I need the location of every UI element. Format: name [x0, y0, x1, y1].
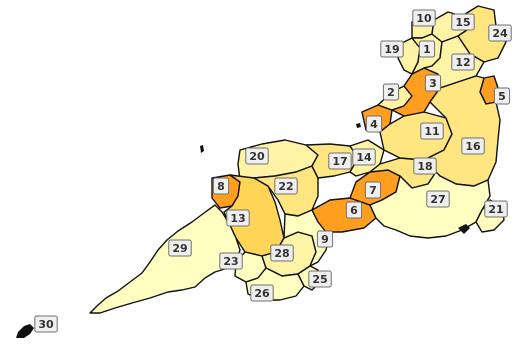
region-label-20: 20 — [245, 147, 269, 165]
region-label-text: 10 — [416, 12, 432, 25]
region-label-text: 24 — [492, 27, 508, 40]
region-label-text: 6 — [350, 204, 358, 217]
region-label-9: 9 — [316, 230, 334, 248]
region-label-text: 25 — [312, 273, 327, 286]
region-label-box — [345, 201, 363, 219]
region-label-14: 14 — [352, 148, 376, 166]
region-label-text: 18 — [417, 160, 432, 173]
region-label-19: 19 — [380, 40, 404, 58]
region-label-13: 13 — [226, 209, 250, 227]
region-label-1: 1 — [418, 40, 436, 58]
region-label-box — [308, 270, 332, 288]
region-label-box — [270, 244, 294, 262]
region-label-box — [461, 137, 485, 155]
region-label-text: 2 — [387, 86, 395, 99]
region-label-box — [493, 87, 511, 105]
region-label-text: 19 — [384, 43, 399, 56]
region-label-text: 26 — [254, 287, 270, 300]
region-label-21: 21 — [484, 200, 508, 218]
lundy-island — [200, 145, 204, 153]
region-label-25: 25 — [308, 270, 332, 288]
region-label-box — [412, 9, 436, 27]
region-29[interactable] — [89, 204, 241, 314]
region-label-box — [352, 148, 376, 166]
region-label-box — [382, 83, 400, 101]
region-label-24: 24 — [488, 24, 512, 42]
region-label-box — [488, 24, 512, 42]
region-label-text: 4 — [370, 118, 378, 131]
region-label-16: 16 — [461, 137, 485, 155]
region-label-18: 18 — [413, 157, 437, 175]
region-label-7: 7 — [364, 181, 382, 199]
region-label-23: 23 — [219, 252, 243, 270]
region-label-text: 30 — [38, 318, 54, 331]
region-label-box — [245, 147, 269, 165]
region-label-12: 12 — [451, 53, 475, 71]
region-label-3: 3 — [424, 74, 442, 92]
region-label-box — [328, 152, 352, 170]
region-label-15: 15 — [451, 13, 475, 31]
region-label-29: 29 — [168, 239, 192, 257]
region-label-text: 21 — [488, 203, 503, 216]
region-label-box — [219, 252, 243, 270]
region-label-box — [226, 209, 250, 227]
region-label-text: 3 — [429, 77, 437, 90]
region-label-text: 13 — [230, 212, 245, 225]
region-label-box — [426, 190, 450, 208]
region-label-box — [316, 230, 334, 248]
region-label-text: 23 — [223, 255, 238, 268]
region-label-10: 10 — [412, 9, 436, 27]
region-label-text: 1 — [423, 43, 431, 56]
region-label-text: 17 — [332, 155, 347, 168]
region-label-box — [168, 239, 192, 257]
region-label-text: 9 — [321, 233, 329, 246]
region-label-box — [420, 122, 444, 140]
region-label-box — [34, 315, 58, 333]
region-label-box — [212, 177, 230, 195]
region-label-26: 26 — [250, 284, 274, 302]
region-label-text: 16 — [465, 140, 481, 153]
region-label-text: 29 — [172, 242, 187, 255]
region-label-22: 22 — [274, 177, 298, 195]
region-label-11: 11 — [420, 122, 444, 140]
region-label-box — [418, 40, 436, 58]
region-label-box — [365, 115, 383, 133]
region-label-box — [451, 53, 475, 71]
region-label-box — [424, 74, 442, 92]
region-label-text: 14 — [356, 151, 372, 164]
region-label-text: 15 — [455, 16, 470, 29]
region-label-box — [380, 40, 404, 58]
region-label-text: 20 — [249, 150, 265, 163]
region-label-box — [274, 177, 298, 195]
region-label-box — [250, 284, 274, 302]
region-label-text: 5 — [498, 90, 506, 103]
region-label-box — [413, 157, 437, 175]
region-label-28: 28 — [270, 244, 294, 262]
region-label-text: 12 — [455, 56, 470, 69]
isles-of-scilly — [16, 324, 34, 338]
region-label-text: 22 — [278, 180, 293, 193]
region-label-text: 7 — [369, 184, 377, 197]
region-label-box — [451, 13, 475, 31]
region-label-8: 8 — [212, 177, 230, 195]
flat-holm-island — [356, 123, 361, 128]
poole-harbour-islands — [458, 224, 470, 234]
region-label-box — [364, 181, 382, 199]
region-label-2: 2 — [382, 83, 400, 101]
region-label-27: 27 — [426, 190, 450, 208]
region-label-4: 4 — [365, 115, 383, 133]
region-label-5: 5 — [493, 87, 511, 105]
region-label-30: 30 — [34, 315, 58, 333]
region-label-text: 28 — [274, 247, 289, 260]
region-label-text: 8 — [217, 180, 225, 193]
region-label-box — [484, 200, 508, 218]
region-label-17: 17 — [328, 152, 352, 170]
region-label-6: 6 — [345, 201, 363, 219]
region-label-text: 11 — [424, 125, 439, 138]
region-label-text: 27 — [430, 193, 445, 206]
